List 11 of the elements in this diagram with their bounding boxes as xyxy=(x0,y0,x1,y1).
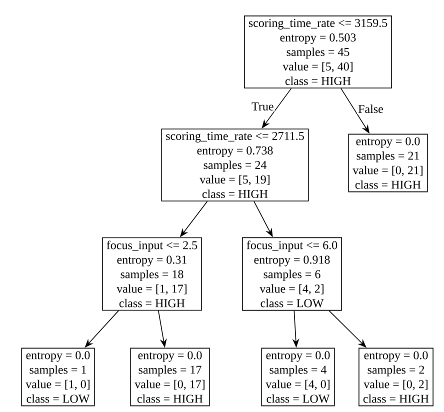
edge-label: True xyxy=(250,102,275,112)
tree-node-box: focus_input <= 6.0 entropy = 0.918 samples = 6 value = [4, 2] class = LOW xyxy=(242,237,342,311)
tree-node-box: entropy = 0.0 samples = 4 value = [4, 0] class = LOW xyxy=(261,348,335,406)
tree-node-box: entropy = 0.0 samples = 2 value = [0, 2] class = HIGH xyxy=(358,348,434,406)
tree-node-box: entropy = 0.0 samples = 1 value = [1, 0] class = LOW xyxy=(21,348,95,406)
edge-label: False xyxy=(357,104,384,114)
tree-node-box: scoring_time_rate <= 2711.5 entropy = 0.738 samples = 24 value = [5, 19] class = HIGH xyxy=(161,128,309,202)
tree-node-box: focus_input <= 2.5 entropy = 0.31 samples = 18 value = [1, 17] class = HIGH xyxy=(102,237,202,311)
tree-node-box: scoring_time_rate <= 3159.5 entropy = 0.503 samples = 45 value = [5, 40] class = HIGH xyxy=(244,16,392,88)
tree-node-box: entropy = 0.0 samples = 21 value = [0, 21] class = HIGH xyxy=(348,134,428,192)
tree-node-box: entropy = 0.0 samples = 17 value = [0, 17] class = HIGH xyxy=(130,348,210,406)
